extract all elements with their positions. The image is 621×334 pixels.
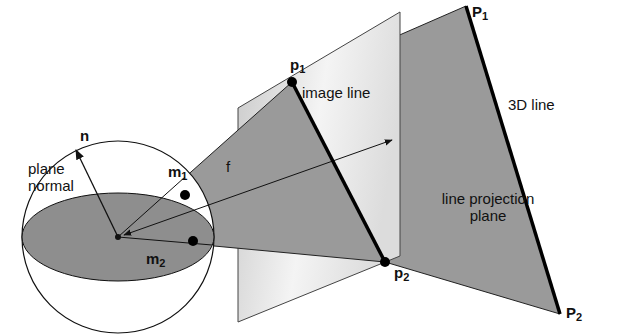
point-label: m1 xyxy=(168,163,187,180)
point xyxy=(188,236,198,246)
point-label: P1 xyxy=(472,3,488,20)
caption-label: plane normal xyxy=(28,160,88,194)
length-label: f xyxy=(226,158,230,175)
3d-line xyxy=(466,6,560,314)
great-circle xyxy=(22,193,214,281)
part-label: 3D line xyxy=(508,96,555,113)
point-label: m2 xyxy=(146,250,165,267)
point xyxy=(180,190,190,200)
point-label: p1 xyxy=(290,56,305,73)
unit-sphere xyxy=(22,141,214,333)
point-label: p2 xyxy=(394,264,409,281)
point xyxy=(287,77,297,87)
image-line xyxy=(292,82,385,262)
part-label: line projection plane xyxy=(432,190,544,224)
normal-arrow xyxy=(76,150,118,237)
ray xyxy=(118,177,185,237)
focal-arrow xyxy=(124,140,392,235)
center-dot xyxy=(115,234,121,240)
point-label: P2 xyxy=(566,304,582,321)
ray xyxy=(118,237,212,245)
part-label: image line xyxy=(302,84,370,101)
point xyxy=(380,257,390,267)
vector-label: n xyxy=(80,127,89,144)
